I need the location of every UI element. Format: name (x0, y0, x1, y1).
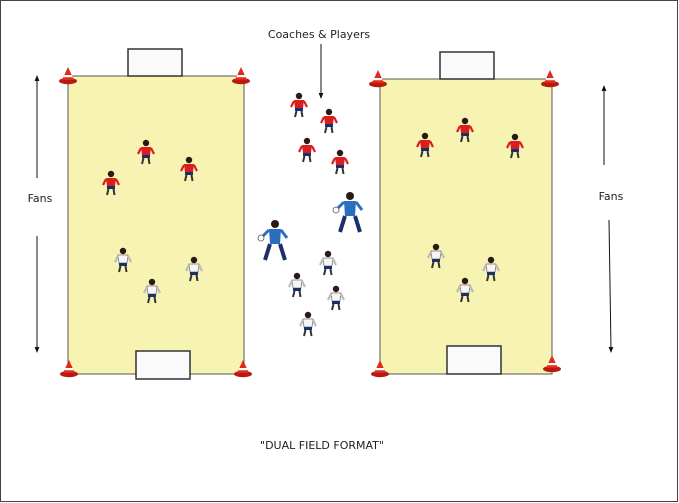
diagram-title: "DUAL FIELD FORMAT" (260, 439, 384, 452)
right-field-bottom-goal-icon (447, 346, 501, 374)
left-field-pitch (68, 76, 244, 374)
coaches-players-label: Coaches & Players (268, 28, 370, 41)
right-field (369, 52, 561, 377)
left-field-bottom-goal-icon (136, 351, 190, 379)
fans-right-label: Fans (599, 190, 624, 203)
fans-left-label: Fans (28, 192, 53, 205)
right-field-top-goal-icon (440, 52, 494, 79)
left-field-top-goal-icon (128, 49, 182, 76)
left-field (59, 49, 252, 379)
